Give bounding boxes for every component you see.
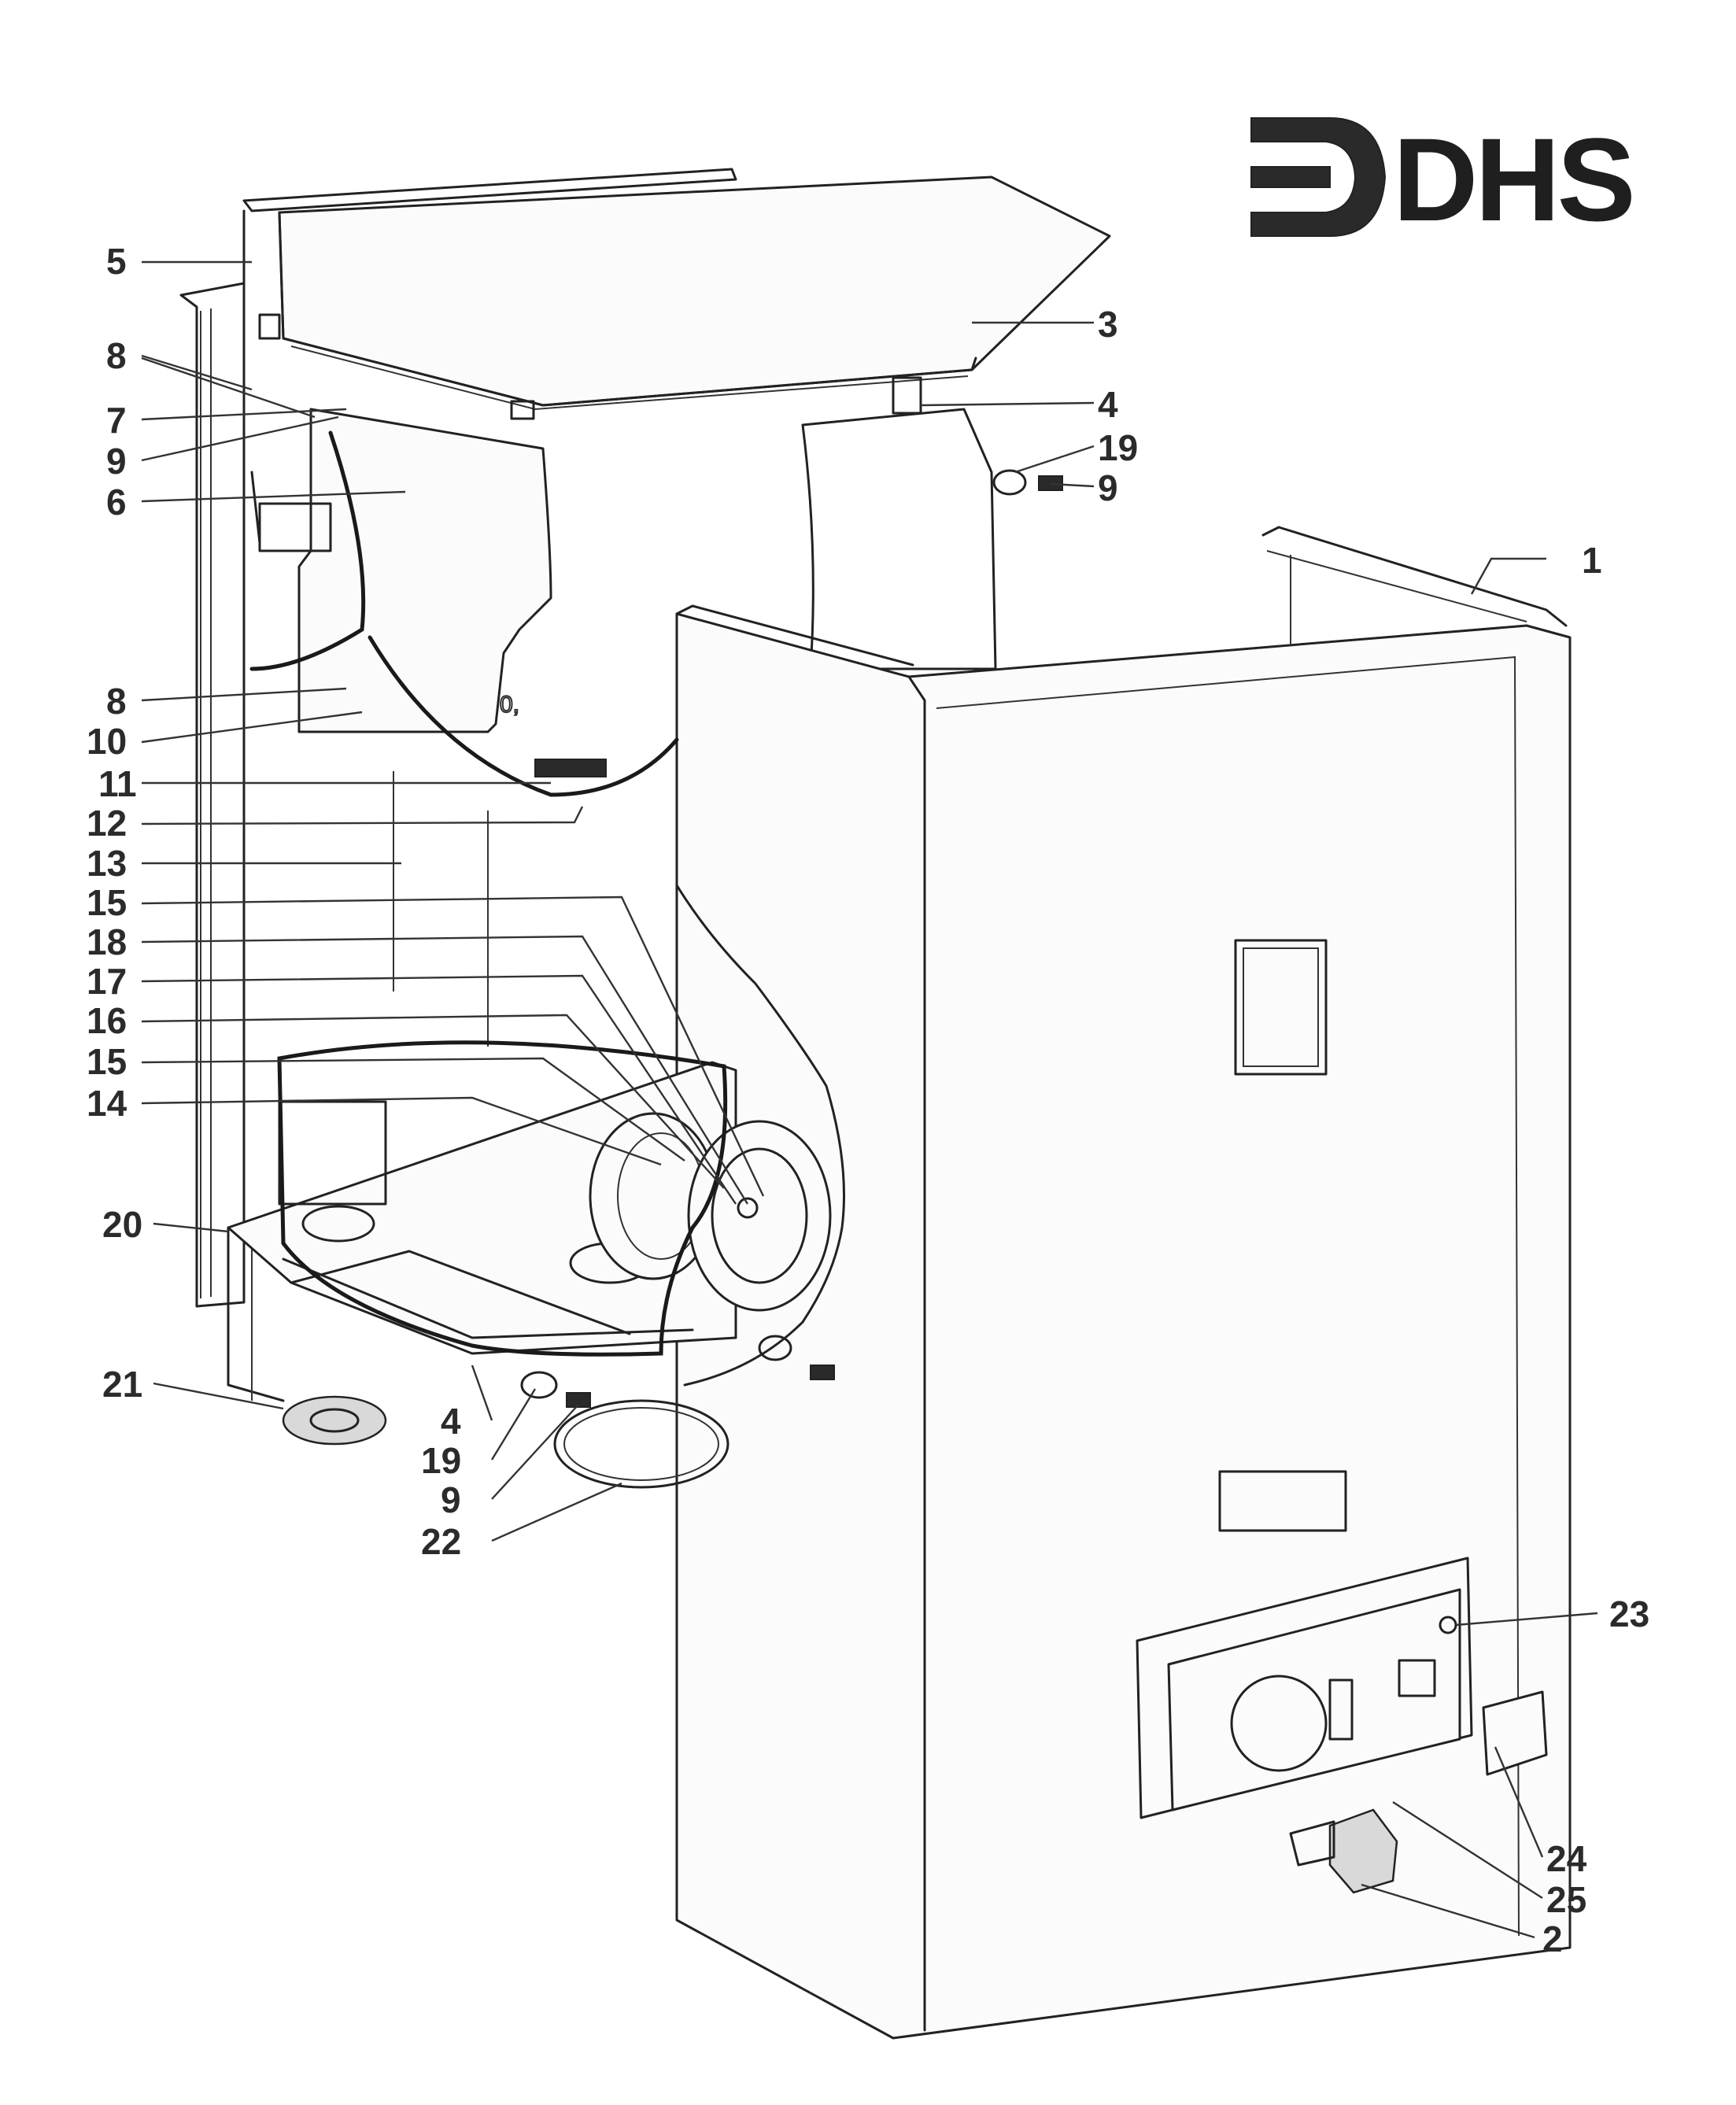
back-frame xyxy=(179,168,737,1402)
callout-24: 24 xyxy=(1546,1838,1587,1879)
gasket-22 xyxy=(553,1399,729,1489)
callout-1: 1 xyxy=(1582,540,1602,581)
callout-5: 5 xyxy=(106,241,127,282)
callout-21: 21 xyxy=(102,1364,142,1405)
logo-arrow-bar xyxy=(1250,166,1331,188)
svg-text:0,: 0, xyxy=(500,692,519,718)
leader-lines xyxy=(141,260,1598,1939)
callout-2: 2 xyxy=(1542,1919,1563,1959)
callout-8-upper: 8 xyxy=(106,335,127,376)
callout-4-lower: 4 xyxy=(441,1401,461,1442)
callout-16: 16 xyxy=(87,1000,127,1041)
callout-9-upper: 9 xyxy=(106,441,127,482)
callout-13: 13 xyxy=(87,843,127,884)
callout-7: 7 xyxy=(106,400,127,441)
callout-labels: 5 8 7 9 6 8 10 11 12 13 15 18 17 16 15 1… xyxy=(87,241,1649,1959)
callout-17: 17 xyxy=(87,961,127,1002)
burner-tray xyxy=(227,1061,737,1355)
callout-8-lower: 8 xyxy=(106,681,127,722)
callout-14: 14 xyxy=(87,1083,127,1124)
callout-9-upper-right: 9 xyxy=(1098,467,1118,508)
washer-19-lower xyxy=(520,1371,558,1399)
logo-arrow-mark xyxy=(1250,117,1387,237)
callout-19-upper: 19 xyxy=(1098,427,1138,468)
callout-4-upper: 4 xyxy=(1098,384,1118,425)
washer-right-lower xyxy=(758,1335,792,1361)
control-knob xyxy=(1328,1808,1398,1894)
callout-19-lower: 19 xyxy=(421,1440,461,1481)
fan-assembly xyxy=(589,1112,832,1312)
callout-18: 18 xyxy=(87,921,127,962)
callout-6: 6 xyxy=(106,482,127,523)
callout-12: 12 xyxy=(87,803,127,844)
callout-9-lower: 9 xyxy=(441,1479,461,1520)
top-hood xyxy=(258,175,1111,420)
washer-19-upper xyxy=(992,469,1027,496)
callout-23: 23 xyxy=(1609,1594,1649,1634)
grommet-21 xyxy=(282,1395,387,1446)
callout-15-upper: 15 xyxy=(87,882,127,923)
dhs-logo: DHS xyxy=(1250,113,1636,246)
callout-22: 22 xyxy=(421,1521,461,1562)
seals xyxy=(282,469,1063,1489)
callout-25: 25 xyxy=(1546,1879,1586,1920)
callout-10: 10 xyxy=(87,721,127,762)
callout-3: 3 xyxy=(1098,304,1118,345)
callout-11: 11 xyxy=(98,763,137,804)
control-panel xyxy=(1136,1557,1548,1894)
callout-20: 20 xyxy=(102,1204,142,1245)
callout-15-lower: 15 xyxy=(87,1041,127,1082)
logo-text: DHS xyxy=(1393,113,1633,246)
